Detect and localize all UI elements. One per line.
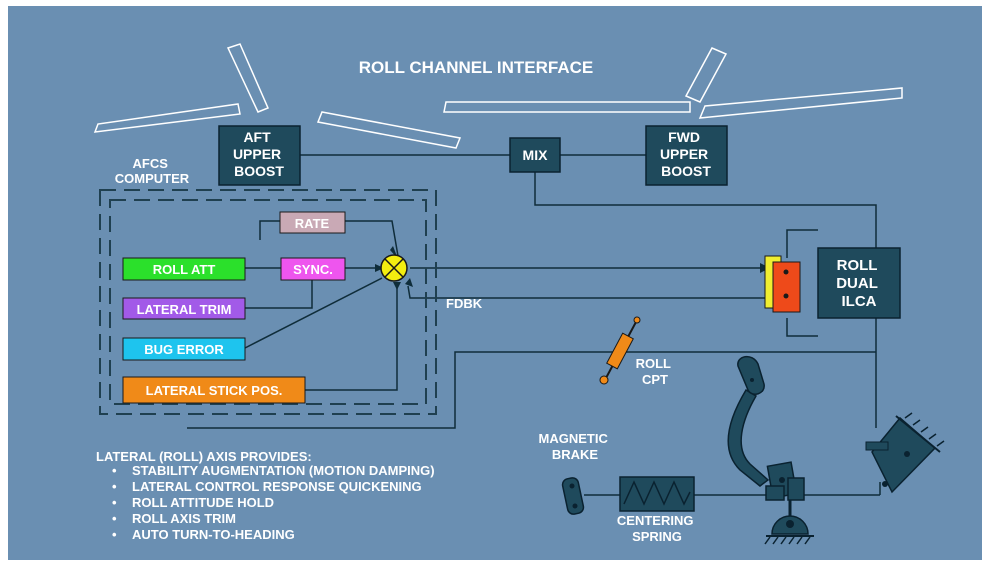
provides-heading: LATERAL (ROLL) AXIS PROVIDES: bbox=[96, 449, 312, 464]
provides-item: AUTO TURN-TO-HEADING bbox=[132, 527, 295, 542]
fwd-upper-boost-box: FWD UPPER BOOST bbox=[645, 125, 728, 186]
provides-item: STABILITY AUGMENTATION (MOTION DAMPING) bbox=[132, 463, 435, 478]
rate-box: RATE bbox=[279, 211, 346, 234]
bullet-icon: • bbox=[112, 479, 117, 494]
svg-text:FWD UPPER BOOST: FWD UPPER BOOST bbox=[660, 129, 712, 179]
provides-item: ROLL ATTITUDE HOLD bbox=[132, 495, 274, 510]
svg-text:LATERAL TRIM: LATERAL TRIM bbox=[137, 302, 232, 317]
roll-cpt-icon bbox=[599, 316, 641, 385]
svg-text:ROLL ATT: ROLL ATT bbox=[153, 262, 216, 277]
connection-lines bbox=[187, 154, 881, 496]
bullet-icon: • bbox=[112, 511, 117, 526]
svg-text:LATERAL STICK POS.: LATERAL STICK POS. bbox=[146, 383, 283, 398]
mix-box: MIX bbox=[509, 137, 561, 173]
provides-list: LATERAL (ROLL) AXIS PROVIDES: • STABILIT… bbox=[96, 449, 435, 542]
bug-error-box: BUG ERROR bbox=[122, 337, 246, 361]
bullet-icon: • bbox=[112, 463, 117, 478]
svg-text:RATE: RATE bbox=[295, 216, 330, 231]
centering-spring-label: CENTERING SPRING bbox=[617, 513, 697, 544]
bullet-icon: • bbox=[112, 527, 117, 542]
svg-text:SYNC.: SYNC. bbox=[293, 262, 333, 277]
fdbk-label: FDBK bbox=[446, 296, 483, 311]
roll-cpt-label: ROLL CPT bbox=[636, 356, 675, 387]
cyclic-stick-icon bbox=[727, 355, 814, 545]
afcs-computer-label: AFCS COMPUTER bbox=[115, 156, 190, 186]
afcs-inner-border bbox=[109, 199, 427, 405]
actuator-icon bbox=[764, 255, 801, 313]
bullet-icon: • bbox=[112, 495, 117, 510]
centering-spring-icon bbox=[619, 476, 695, 512]
provides-item: ROLL AXIS TRIM bbox=[132, 511, 236, 526]
lateral-stick-pos-box: LATERAL STICK POS. bbox=[122, 376, 306, 404]
svg-text:MIX: MIX bbox=[523, 147, 549, 163]
svg-text:BUG ERROR: BUG ERROR bbox=[144, 342, 224, 357]
afcs-outer-border bbox=[99, 189, 437, 415]
roll-dual-ilca-box: ROLL DUAL ILCA bbox=[817, 247, 901, 319]
fwd-rotor-icon bbox=[443, 47, 903, 119]
summing-junction-icon bbox=[380, 254, 408, 282]
roll-att-box: ROLL ATT bbox=[122, 257, 246, 281]
sync-box: SYNC. bbox=[280, 257, 346, 281]
diagram-title: ROLL CHANNEL INTERFACE bbox=[359, 58, 594, 77]
provides-item: LATERAL CONTROL RESPONSE QUICKENING bbox=[132, 479, 422, 494]
magnetic-brake-icon bbox=[561, 477, 585, 515]
aft-upper-boost-box: AFT UPPER BOOST bbox=[218, 125, 301, 186]
lateral-trim-box: LATERAL TRIM bbox=[122, 297, 246, 320]
svg-text:AFT UPPER BOOST: AFT UPPER BOOST bbox=[233, 129, 285, 179]
svg-text:ROLL DUAL ILCA: ROLL DUAL ILCA bbox=[836, 257, 882, 310]
aft-rotor-icon bbox=[93, 43, 462, 149]
bellcrank-icon bbox=[865, 412, 945, 494]
magnetic-brake-label: MAGNETIC BRAKE bbox=[539, 431, 612, 462]
